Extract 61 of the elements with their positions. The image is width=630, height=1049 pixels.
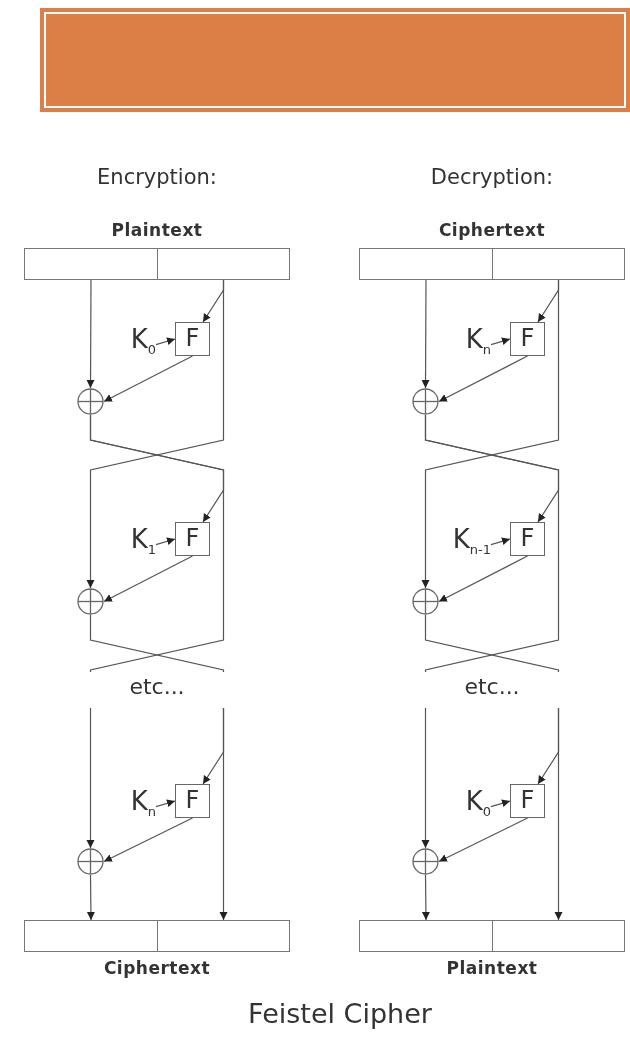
xor-symbol <box>412 588 439 615</box>
function-box: F <box>175 784 210 818</box>
arrow <box>421 874 430 921</box>
block-label: Ciphertext <box>103 958 211 978</box>
block-label: Plaintext <box>446 958 538 978</box>
half-block <box>492 920 625 952</box>
arrow <box>103 355 194 403</box>
xor-symbol <box>77 848 104 875</box>
arrow <box>219 707 228 921</box>
key-label: K$_{1}$ <box>130 522 156 568</box>
function-box: F <box>510 322 545 356</box>
function-box: F <box>175 522 210 556</box>
xor-symbol <box>77 388 104 415</box>
xor-symbol <box>412 388 439 415</box>
key-label: K$_{0}$ <box>130 322 156 368</box>
arrow <box>86 279 225 589</box>
section-heading: Decryption: <box>430 165 554 189</box>
arrow <box>86 707 95 849</box>
half-block <box>24 920 158 952</box>
arrow <box>554 707 563 921</box>
half-block <box>492 248 625 280</box>
continuation-label: etc... <box>129 674 185 699</box>
arrow <box>155 799 176 808</box>
continuation-label: etc... <box>464 674 520 699</box>
arrow <box>86 874 95 921</box>
arrow <box>421 279 560 589</box>
arrow <box>438 555 529 603</box>
caption: Feistel Cipher <box>248 998 432 1029</box>
arrow <box>490 537 511 546</box>
xor-symbol <box>77 588 104 615</box>
arrow <box>490 799 511 808</box>
arrow <box>103 817 194 863</box>
key-label: K$_{n}$ <box>130 784 156 830</box>
arrow <box>490 337 511 346</box>
arrow <box>421 279 430 389</box>
connector-line <box>89 614 225 673</box>
xor-symbol <box>412 848 439 875</box>
key-label: K$_{n}$ <box>465 322 491 368</box>
function-box: F <box>175 322 210 356</box>
half-block <box>157 920 290 952</box>
half-block <box>359 920 493 952</box>
block-label: Ciphertext <box>438 220 546 240</box>
function-box: F <box>510 784 545 818</box>
key-label: K$_{0}$ <box>465 784 491 830</box>
arrow <box>438 817 529 863</box>
arrow <box>86 279 95 389</box>
half-block <box>24 248 158 280</box>
arrow <box>438 355 529 403</box>
half-block <box>157 248 290 280</box>
connector-line <box>89 414 225 673</box>
connector-line <box>424 414 560 673</box>
arrow <box>155 337 176 346</box>
block-label: Plaintext <box>111 220 203 240</box>
connector-line <box>424 614 560 673</box>
half-block <box>359 248 493 280</box>
arrow <box>155 537 176 546</box>
arrow <box>103 555 194 603</box>
section-heading: Encryption: <box>97 165 217 189</box>
function-box: F <box>510 522 545 556</box>
key-label: K$_{n-1}$ <box>452 522 491 568</box>
arrow <box>421 707 430 849</box>
